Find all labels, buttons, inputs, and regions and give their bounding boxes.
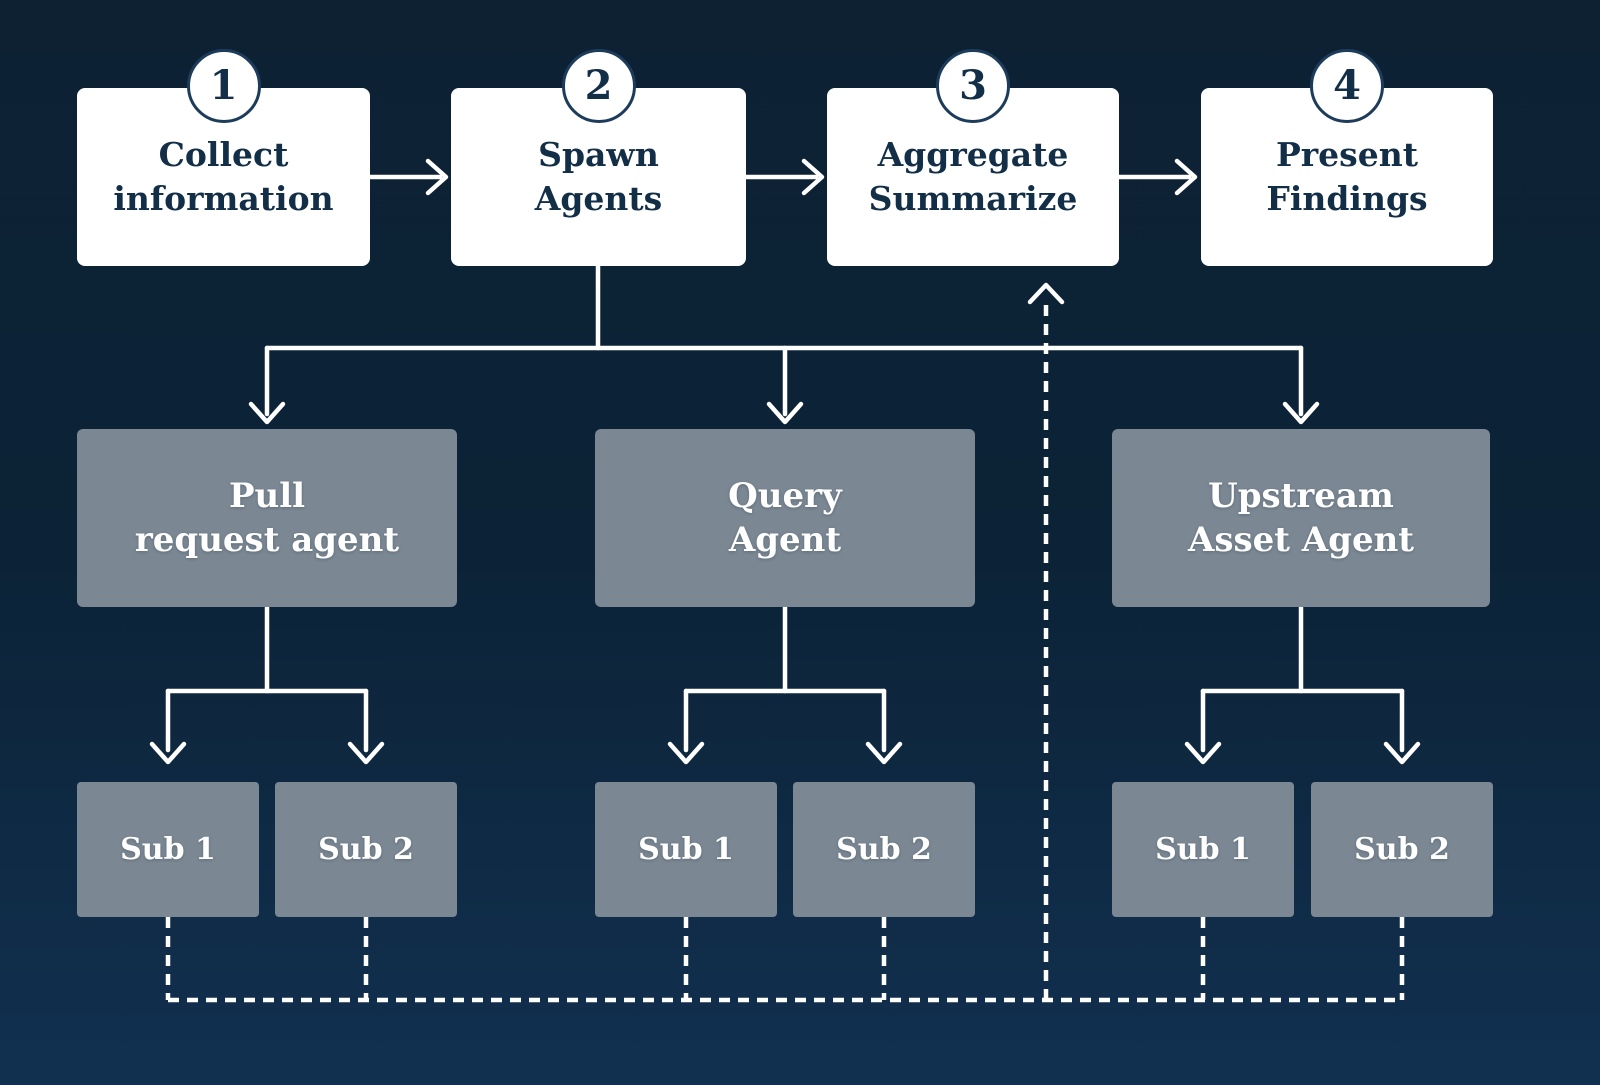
arrowhead-down-icon xyxy=(149,741,187,765)
step-box-present-findings: 4 Present Findings xyxy=(1201,49,1493,266)
arrowhead-down-icon xyxy=(347,741,385,765)
arrowhead-down-icon xyxy=(1282,401,1320,425)
arrowhead-down-icon xyxy=(667,741,705,765)
step-box-aggregate-summarize: 3 Aggregate Summarize xyxy=(827,49,1119,266)
sub-box-pull-request-2: Sub 2 xyxy=(275,782,457,917)
sub-box-upstream-asset-1: Sub 1 xyxy=(1112,782,1294,917)
step-number: 1 xyxy=(209,62,238,109)
sub-label: Sub 2 xyxy=(1354,832,1450,867)
step-label: Findings xyxy=(1266,179,1428,218)
sub-label: Sub 1 xyxy=(1155,832,1251,867)
arrowhead-down-icon xyxy=(766,401,804,425)
step-label: Collect xyxy=(158,135,289,174)
agent-label: request agent xyxy=(134,520,400,560)
arrowhead-right-icon xyxy=(801,158,825,196)
arrowhead-up-icon xyxy=(1027,282,1065,305)
step-number: 4 xyxy=(1333,62,1361,109)
arrowhead-down-icon xyxy=(1383,741,1421,765)
step-label: Spawn xyxy=(538,135,659,174)
step-number-badge: 2 xyxy=(561,49,636,123)
sub-box-upstream-asset-2: Sub 2 xyxy=(1311,782,1493,917)
arrowhead-right-icon xyxy=(425,158,449,196)
step-label: Agents xyxy=(534,179,663,218)
agent-box-upstream-asset: Upstream Asset Agent xyxy=(1112,429,1490,607)
step-number: 3 xyxy=(959,62,987,109)
agent-label: Asset Agent xyxy=(1187,520,1415,560)
step-label: Aggregate xyxy=(877,135,1069,174)
step-box-collect-information: 1 Collect information xyxy=(77,49,370,266)
agent-box-pull-request: Pull request agent xyxy=(77,429,457,607)
step-label: information xyxy=(113,179,334,218)
agent-label: Agent xyxy=(728,520,842,560)
step-number-badge: 3 xyxy=(936,49,1010,123)
arrowhead-down-icon xyxy=(865,741,903,765)
step-number-badge: 4 xyxy=(1310,49,1384,123)
sub-box-pull-request-1: Sub 1 xyxy=(77,782,259,917)
step-label: Present xyxy=(1275,135,1418,174)
step-number-badge: 1 xyxy=(186,49,261,123)
step-number: 2 xyxy=(584,62,613,109)
step-label: Summarize xyxy=(868,179,1078,218)
arrowhead-down-icon xyxy=(1184,741,1222,765)
arrowhead-right-icon xyxy=(1174,158,1198,196)
sub-label: Sub 1 xyxy=(638,832,734,867)
sub-box-query-2: Sub 2 xyxy=(793,782,975,917)
sub-label: Sub 2 xyxy=(836,832,932,867)
sub-label: Sub 1 xyxy=(120,832,216,867)
sub-label: Sub 2 xyxy=(318,832,414,867)
sub-box-query-1: Sub 1 xyxy=(595,782,777,917)
step-box-spawn-agents: 2 Spawn Agents xyxy=(451,49,746,266)
agent-box-query: Query Agent xyxy=(595,429,975,607)
agent-label: Query xyxy=(728,476,842,516)
arrowhead-down-icon xyxy=(248,401,286,425)
agent-label: Pull xyxy=(228,476,306,516)
agent-label: Upstream xyxy=(1208,476,1394,516)
